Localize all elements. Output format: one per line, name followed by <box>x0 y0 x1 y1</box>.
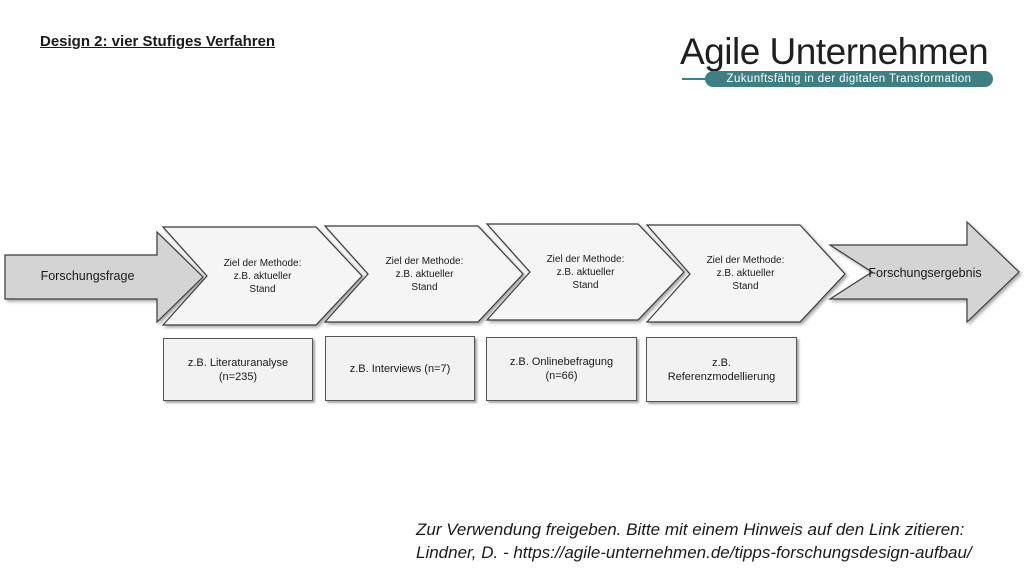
step-label-1: Ziel der Methode: z.B. aktueller Stand <box>223 258 302 295</box>
page-title: Design 2: vier Stufiges Verfahren <box>40 33 276 50</box>
start-arrow-shape <box>4 230 204 324</box>
citation-line-1: Zur Verwendung freigeben. Bitte mit eine… <box>416 520 965 539</box>
end-label: Forschungsergebnis <box>868 266 982 280</box>
method-box-1: z.B. Literaturanalyse (n=235) <box>163 338 313 401</box>
citation-note: Zur Verwendung freigeben. Bitte mit eine… <box>416 518 1016 564</box>
method-box-3: z.B. Onlinebefragung (n=66) <box>486 337 637 401</box>
citation-line-2: Lindner, D. - https://agile-unternehmen.… <box>416 543 972 562</box>
method-box-2: z.B. Interviews (n=7) <box>325 336 475 401</box>
step-chevron-2 <box>323 225 524 323</box>
method-label-2: z.B. Interviews (n=7) <box>349 362 451 375</box>
method-box-4: z.B. Referenzmodellierung <box>646 337 797 402</box>
step-chevron-4 <box>645 224 846 323</box>
logo-wordmark: Agile Unternehmen <box>680 31 989 72</box>
method-label-4: z.B. Referenzmodellierung <box>667 356 776 383</box>
step-chevron-3 <box>485 223 685 321</box>
step-chevron-1 <box>161 226 363 326</box>
logo-accent-line <box>682 78 710 80</box>
step-label-4: Ziel der Methode: z.B. aktueller Stand <box>706 255 785 292</box>
start-label: Forschungsfrage <box>40 269 135 283</box>
logo-tagline: Zukunftsfähig in der digitalen Transform… <box>705 71 993 87</box>
step-label-2: Ziel der Methode: z.B. aktueller Stand <box>385 256 464 293</box>
method-label-3: z.B. Onlinebefragung (n=66) <box>509 356 614 382</box>
end-arrow-shape <box>827 220 1020 324</box>
step-label-3: Ziel der Methode: z.B. aktueller Stand <box>546 254 625 291</box>
method-label-1: z.B. Literaturanalyse (n=235) <box>187 356 289 383</box>
